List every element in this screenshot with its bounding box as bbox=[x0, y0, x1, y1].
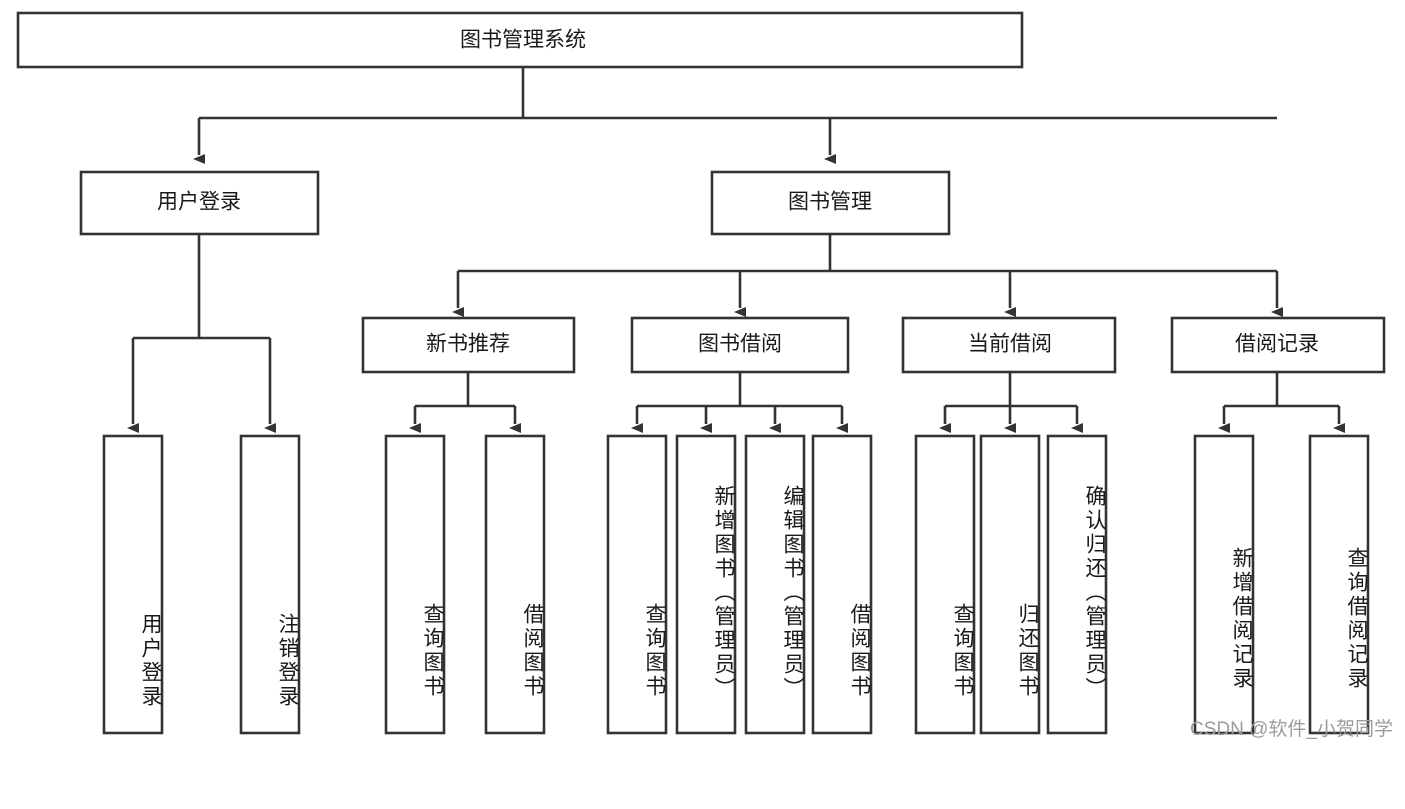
connector-userlogin-to-leaves bbox=[127, 234, 276, 433]
connector-bookmgmt-to-level2 bbox=[452, 234, 1283, 317]
leaf-box[interactable] bbox=[239, 434, 301, 735]
node-new-book-recommend-label: 新书推荐 bbox=[426, 333, 510, 356]
node-book-borrow-label: 图书借阅 bbox=[698, 333, 782, 356]
node-current-borrow-label: 当前借阅 bbox=[968, 333, 1052, 356]
node-new-book-recommend[interactable]: 新书推荐 bbox=[361, 316, 576, 374]
leaf-box[interactable] bbox=[1193, 434, 1255, 735]
leaf-box[interactable] bbox=[979, 434, 1041, 735]
leaf-box[interactable] bbox=[606, 434, 668, 735]
node-root[interactable]: 图书管理系统 bbox=[16, 11, 1024, 69]
leaf-box[interactable] bbox=[484, 434, 546, 735]
leaf-box[interactable] bbox=[102, 434, 164, 735]
leaf-box[interactable] bbox=[744, 434, 806, 735]
leaf-box[interactable] bbox=[811, 434, 873, 735]
node-book-management-label: 图书管理 bbox=[788, 191, 872, 214]
leaf-box[interactable] bbox=[675, 434, 737, 735]
node-book-borrow[interactable]: 图书借阅 bbox=[630, 316, 850, 374]
tree-diagram-svg: 图书管理系统 用户登录 图书管理 新书推荐 图书借阅 当前借阅 借阅记录 bbox=[16, 11, 1386, 735]
connector-currentborrow-to-leaves bbox=[939, 372, 1083, 433]
leaf-box[interactable] bbox=[384, 434, 446, 735]
leaf-box[interactable] bbox=[1046, 434, 1108, 735]
node-borrow-record-label: 借阅记录 bbox=[1235, 333, 1319, 356]
connector-newbook-to-leaves bbox=[409, 372, 521, 433]
watermark-text: CSDN @软件_小贺同学 bbox=[1190, 719, 1393, 740]
leaf-boxes bbox=[102, 434, 1370, 735]
leaf-box[interactable] bbox=[914, 434, 976, 735]
node-user-login[interactable]: 用户登录 bbox=[79, 170, 320, 236]
node-user-login-label: 用户登录 bbox=[157, 191, 241, 214]
node-book-management[interactable]: 图书管理 bbox=[710, 170, 951, 236]
leaf-box[interactable] bbox=[1308, 434, 1370, 735]
tree-diagram: 图书管理系统 用户登录 图书管理 新书推荐 图书借阅 当前借阅 借阅记录 bbox=[16, 11, 1393, 740]
connector-bookborrow-to-leaves bbox=[631, 372, 848, 433]
connector-root-to-level1 bbox=[193, 67, 1277, 164]
node-current-borrow[interactable]: 当前借阅 bbox=[901, 316, 1117, 374]
connector-borrowrecord-to-leaves bbox=[1218, 372, 1345, 433]
node-root-label: 图书管理系统 bbox=[460, 29, 586, 52]
node-borrow-record[interactable]: 借阅记录 bbox=[1170, 316, 1386, 374]
